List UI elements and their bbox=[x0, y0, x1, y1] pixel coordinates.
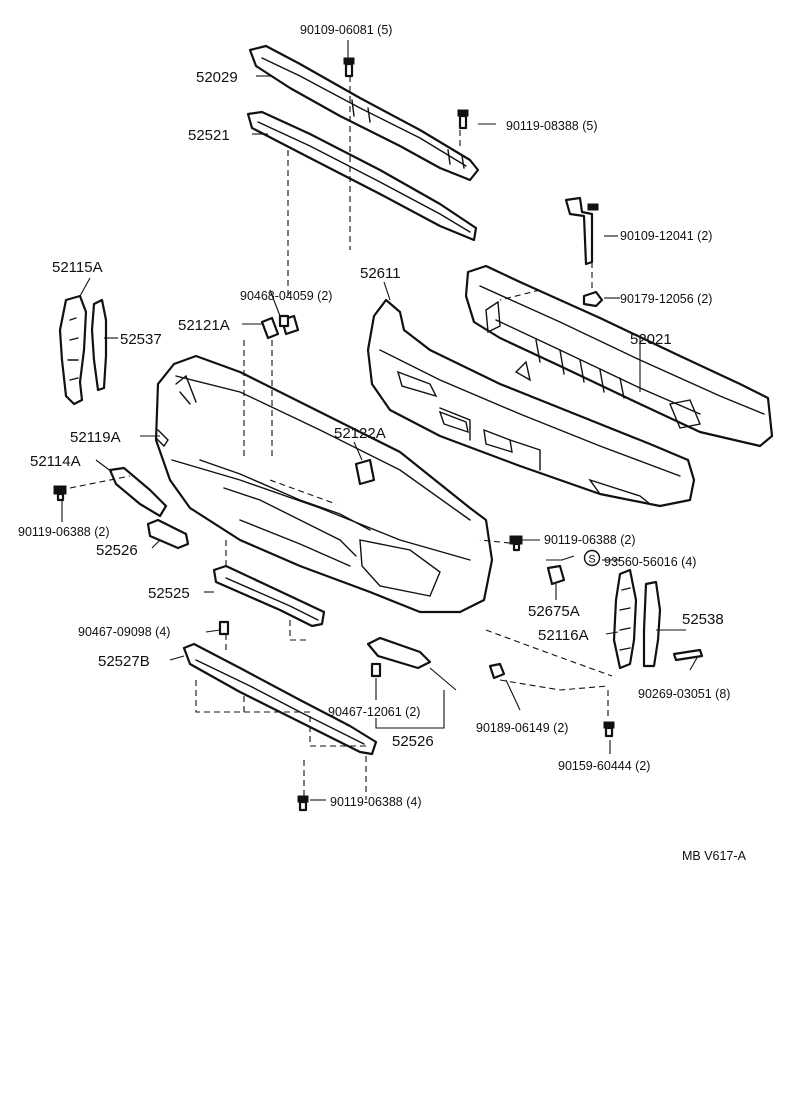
label-52122A: 52122A bbox=[334, 425, 386, 442]
label-52119A: 52119A bbox=[70, 429, 121, 446]
bolt-90119-06388-bottom bbox=[297, 795, 309, 812]
label-90109-12041: 90109-12041 (2) bbox=[620, 229, 712, 243]
label-90119-06388-left: 90119-06388 (2) bbox=[18, 525, 110, 539]
label-90119-06388-4: 90119-06388 (4) bbox=[330, 795, 422, 809]
bolt-90109-06081 bbox=[343, 57, 355, 78]
part-52526-pad-bottom bbox=[366, 636, 432, 670]
label-52114A: 52114A bbox=[30, 453, 81, 470]
part-52525-grille bbox=[212, 564, 326, 628]
part-52114A-bracket bbox=[108, 466, 168, 518]
part-52116A-side-retainer bbox=[612, 568, 638, 670]
part-52115A-side-retainer bbox=[58, 294, 88, 406]
label-90159-60444: 90159-60444 (2) bbox=[558, 759, 650, 773]
label-90269-03051: 90269-03051 (8) bbox=[638, 687, 730, 701]
nut-90179-12056 bbox=[582, 290, 604, 308]
s-marker: S bbox=[583, 549, 601, 567]
label-52526-bottom: 52526 bbox=[392, 733, 434, 750]
label-90189-06149: 90189-06149 (2) bbox=[476, 721, 568, 735]
part-52527B-lower-reinforcement bbox=[182, 642, 378, 756]
part-52521-reinforcement bbox=[246, 110, 478, 242]
part-52538-spacer bbox=[642, 580, 662, 668]
label-52611: 52611 bbox=[360, 265, 401, 282]
alignment-lines bbox=[69, 76, 613, 800]
part-52537-spacer bbox=[90, 298, 108, 392]
clip-90467-12061 bbox=[370, 662, 382, 678]
label-52029: 52029 bbox=[196, 69, 238, 86]
label-90468-04059: 90468-04059 (2) bbox=[240, 289, 332, 303]
label-52537: 52537 bbox=[120, 331, 162, 348]
label-52526-left: 52526 bbox=[96, 542, 138, 559]
bolt-90109-12041 bbox=[564, 196, 599, 266]
label-90179-12056: 90179-12056 (2) bbox=[620, 292, 712, 306]
label-52121A: 52121A bbox=[178, 317, 230, 334]
part-52122A-retainer bbox=[354, 458, 376, 486]
label-90467-12061: 90467-12061 (2) bbox=[328, 705, 420, 719]
label-52527B: 52527B bbox=[98, 653, 150, 670]
bolt-90119-06388-right bbox=[509, 535, 523, 552]
leader-lines bbox=[61, 40, 699, 801]
label-52675A: 52675A bbox=[528, 603, 580, 620]
label-90119-08388-5: 90119-08388 (5) bbox=[506, 119, 598, 133]
label-90467-09098: 90467-09098 (4) bbox=[78, 625, 170, 639]
label-90119-06388-right: 90119-06388 (2) bbox=[544, 533, 636, 547]
label-52021: 52021 bbox=[630, 331, 672, 348]
clip-90467-09098 bbox=[218, 620, 230, 636]
label-52115A: 52115A bbox=[52, 259, 103, 276]
part-52675A-clip bbox=[546, 564, 566, 586]
bolt-90468-04059 bbox=[278, 314, 290, 328]
label-52521: 52521 bbox=[188, 127, 230, 144]
part-52526-pad-left bbox=[146, 518, 190, 550]
bolt-90159-60444 bbox=[603, 721, 615, 738]
label-90109-06081: 90109-06081 (5) bbox=[300, 23, 392, 37]
label-52116A: 52116A bbox=[538, 627, 589, 644]
screw-90189-06149 bbox=[488, 662, 506, 680]
label-93560-56016: 93560-56016 (4) bbox=[604, 555, 696, 569]
bolt-90119-06388-left bbox=[53, 485, 67, 502]
label-52525: 52525 bbox=[148, 585, 190, 602]
part-52119A-bumper-cover bbox=[154, 354, 494, 614]
pin-90269-03051 bbox=[672, 648, 704, 662]
bolt-90119-08388-top bbox=[457, 109, 469, 130]
diagram-reference-code: MB V617-A bbox=[682, 849, 747, 863]
part-52611-energy-absorber bbox=[366, 298, 696, 508]
svg-text:S: S bbox=[588, 554, 595, 566]
label-52538: 52538 bbox=[682, 611, 724, 628]
part-52029-retainer bbox=[248, 44, 480, 182]
